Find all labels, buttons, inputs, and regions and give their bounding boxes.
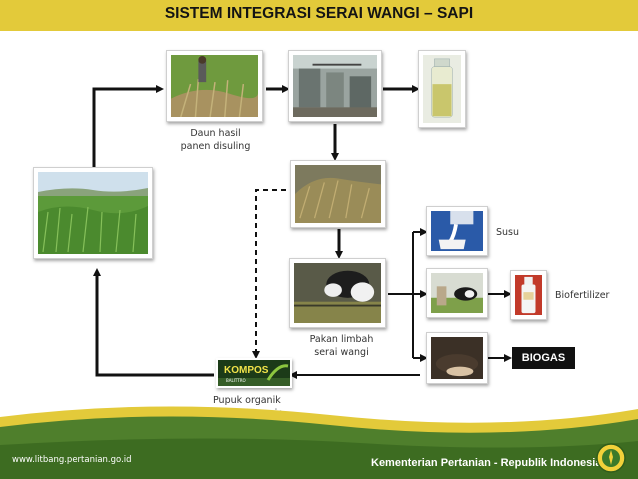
photo-biofertilizer-bottle [510, 270, 547, 320]
label-pakan-line2: serai wangi [314, 347, 369, 358]
label-biofertilizer: Biofertilizer [555, 290, 610, 301]
footer-url: www.litbang.pertanian.go.id [12, 455, 132, 465]
photo-milk [426, 206, 488, 256]
kompos-product: KOMPOS BALITTRO [216, 358, 292, 388]
arrow-kompos-to-field [93, 268, 214, 377]
label-harvested-leaves: Daun hasil panen disuling [168, 127, 263, 153]
label-biogas: BIOGAS [512, 347, 575, 369]
arrow-waste-to-kompos-dashed [252, 189, 286, 359]
title-bar [0, 0, 638, 31]
label-daun-line2: panen disuling [180, 141, 251, 152]
photo-distillation-unit [288, 50, 382, 122]
label-waste-feed: Pakan limbah serai wangi [294, 333, 389, 359]
photo-distillation-waste [290, 160, 386, 228]
photo-cattle-feeding [289, 258, 386, 328]
footer-band [0, 406, 638, 479]
page-title: SISTEM INTEGRASI SERAI WANGI – SAPI [164, 5, 474, 22]
photo-cows [426, 268, 488, 318]
label-pakan-line1: Pakan limbah [309, 334, 374, 345]
label-daun-line1: Daun hasil [190, 128, 241, 139]
ministry-logo-icon [596, 443, 626, 473]
footer-ministry: Kementerian Pertanian - Republik Indones… [371, 457, 602, 469]
label-milk: Susu [496, 227, 520, 238]
kompos-brand-text: KOMPOS [224, 365, 269, 376]
kompos-sub-text: BALITTRO [226, 378, 246, 383]
photo-manure [426, 332, 488, 384]
arrow-field-to-leaves [92, 85, 164, 167]
photo-essential-oil [418, 50, 466, 128]
photo-lemongrass-field [33, 167, 153, 259]
photo-harvested-leaves [166, 50, 263, 122]
label-pupuk-line1: Pupuk organik [213, 395, 281, 406]
